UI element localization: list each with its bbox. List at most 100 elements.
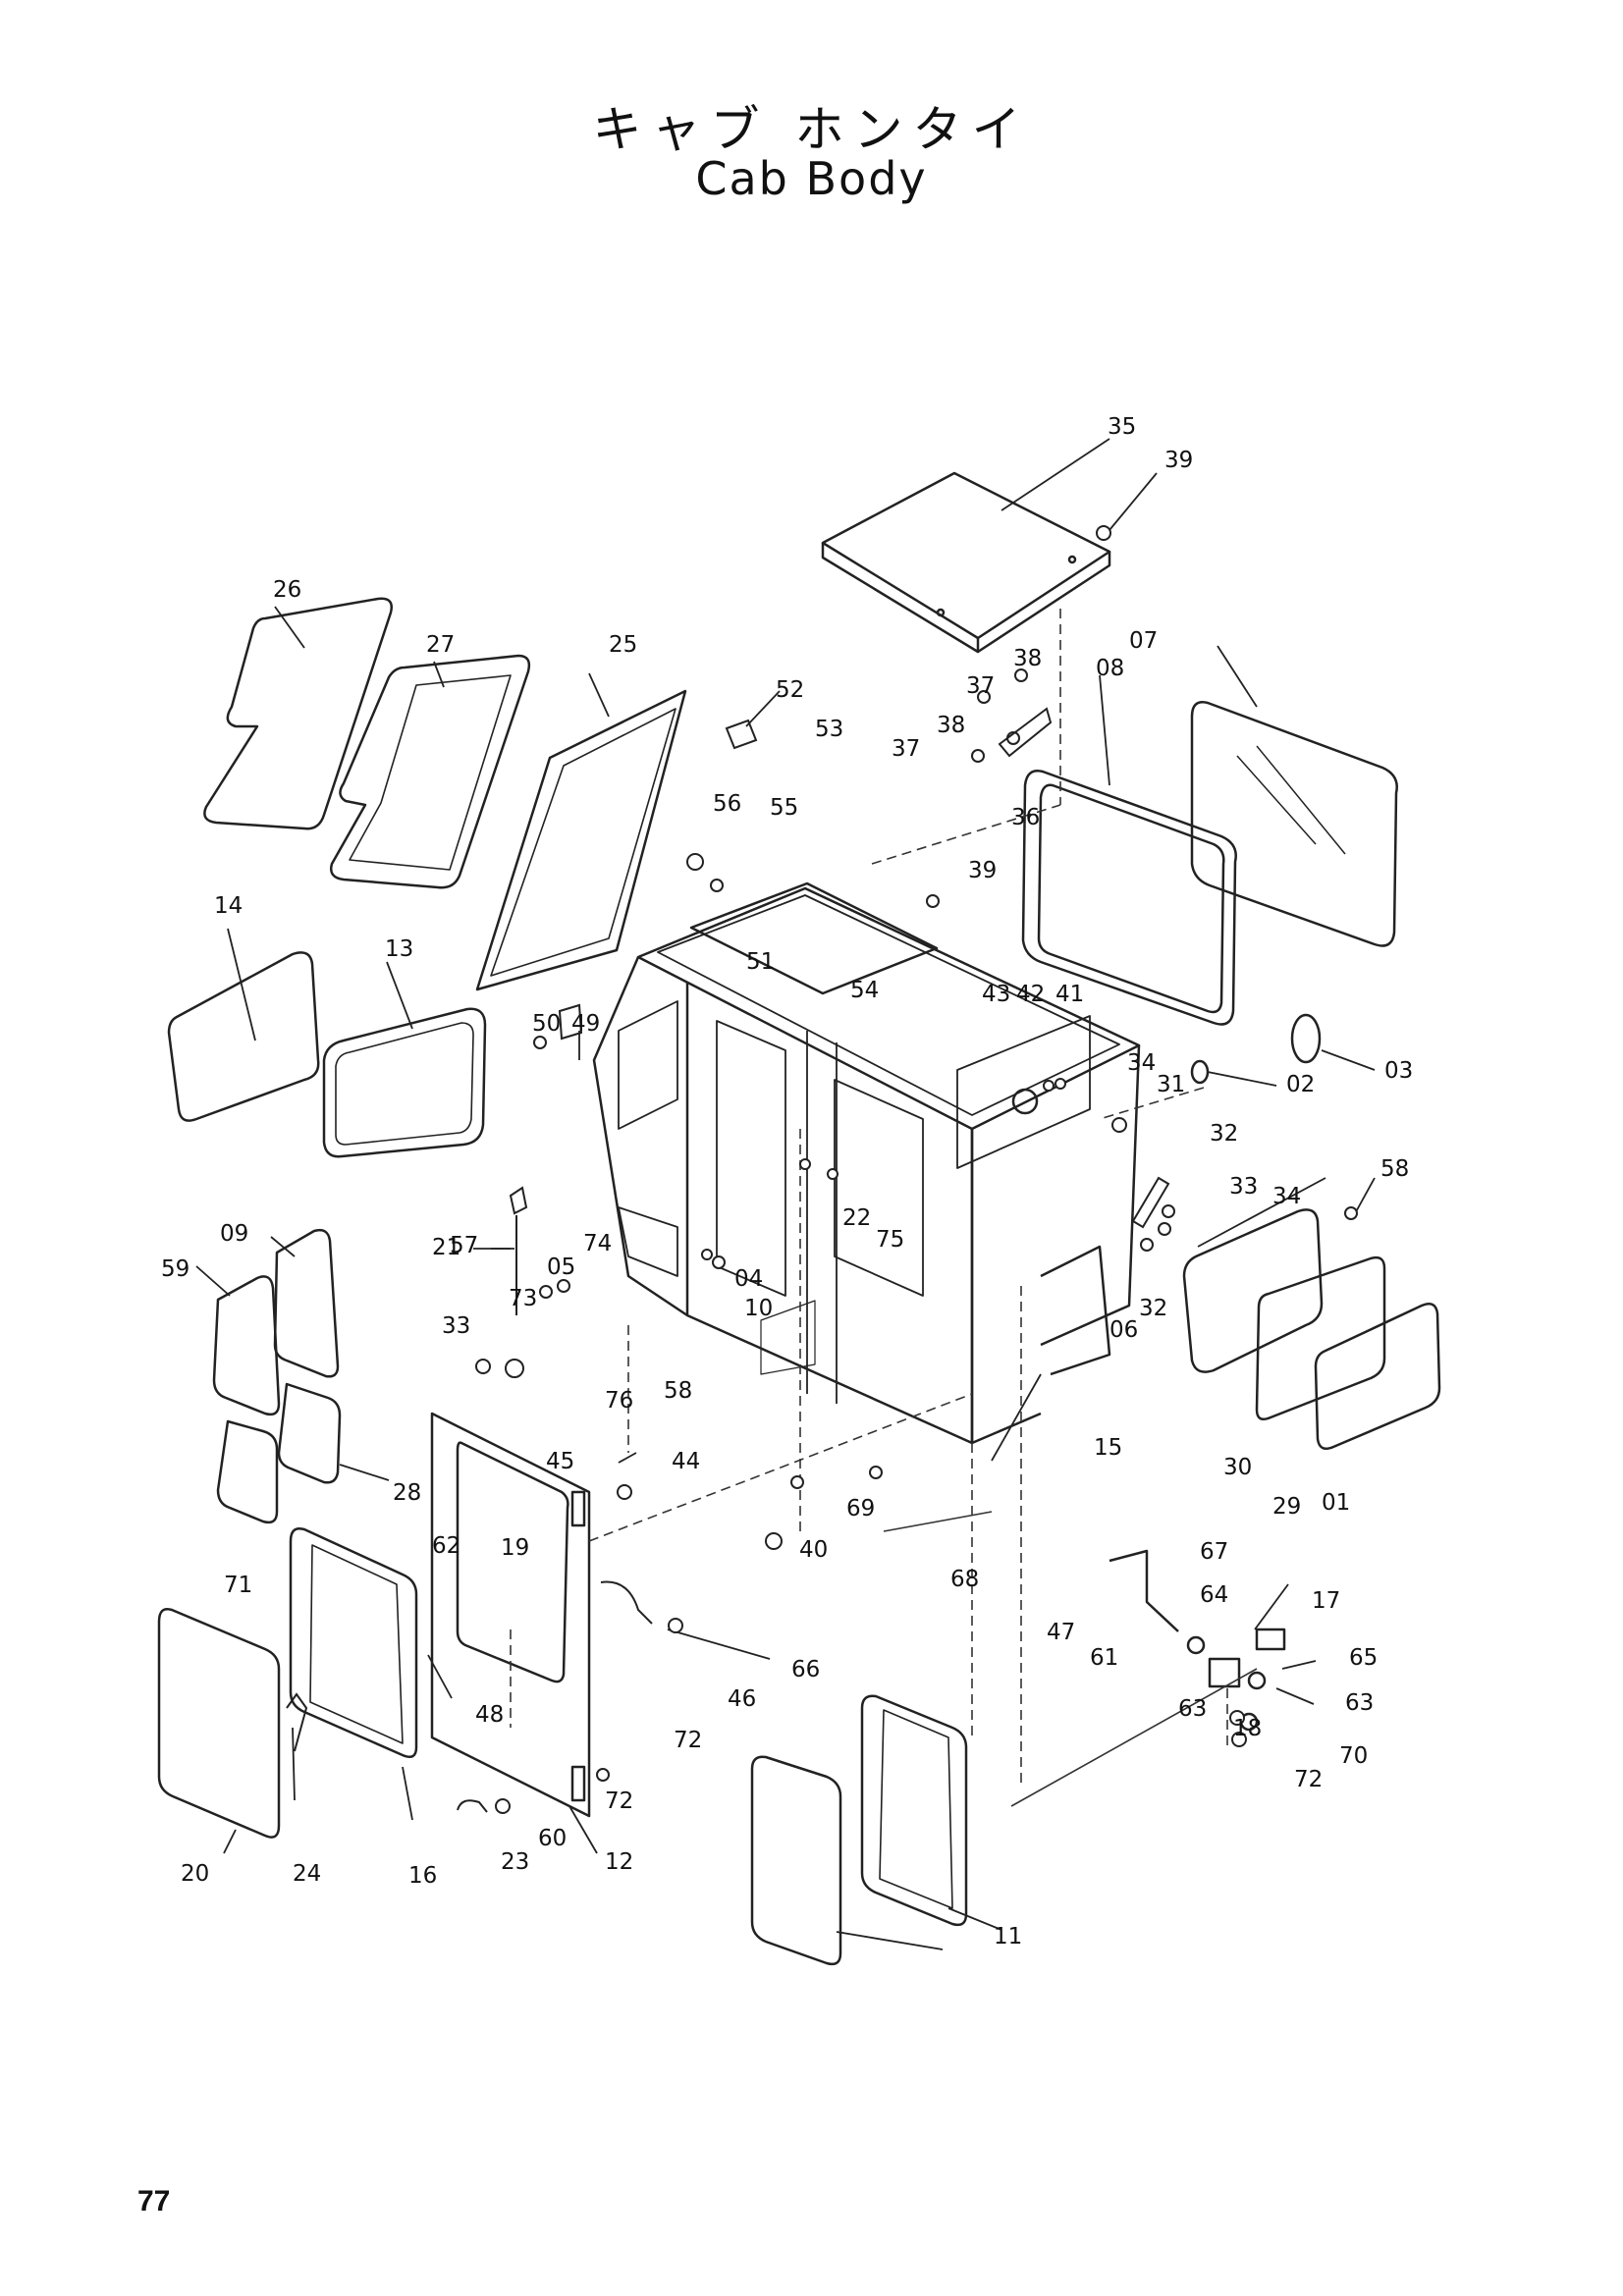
callout-43: 43 (982, 982, 1010, 1007)
cab-main-body (592, 881, 1141, 1445)
callout-23: 23 (501, 1849, 529, 1875)
callout-03: 03 (1384, 1058, 1413, 1084)
callout-27: 27 (426, 632, 455, 658)
roof-panel (821, 471, 1111, 654)
callout-35: 35 (1108, 414, 1136, 440)
callout-58: 58 (1380, 1156, 1409, 1182)
callout-28: 28 (393, 1480, 421, 1506)
callout-40: 40 (799, 1537, 828, 1563)
callout-38: 38 (1013, 646, 1042, 671)
callout-01: 01 (1322, 1490, 1350, 1516)
callout-72: 72 (605, 1789, 633, 1814)
callout-61: 61 (1090, 1645, 1118, 1671)
callout-12: 12 (605, 1849, 633, 1875)
callout-66: 66 (791, 1657, 820, 1682)
right-side-glass (1190, 701, 1398, 947)
callout-46: 46 (728, 1686, 756, 1712)
callout-72: 72 (1294, 1767, 1323, 1792)
callout-65: 65 (1349, 1645, 1378, 1671)
callout-25: 25 (609, 632, 637, 658)
callout-31: 31 (1157, 1072, 1185, 1097)
page-title-japanese: キャブ ホンタイ (592, 101, 1031, 158)
cab-door (430, 1412, 591, 1818)
callout-22: 22 (842, 1205, 871, 1231)
callout-21: 21 (432, 1235, 460, 1260)
callout-60: 60 (538, 1826, 567, 1851)
lower-door-glass (750, 1694, 968, 1966)
callout-34: 34 (1127, 1050, 1156, 1076)
callout-51: 51 (746, 949, 775, 975)
callout-62: 62 (432, 1533, 460, 1559)
callout-33: 33 (442, 1313, 470, 1339)
right-side-frame (1021, 770, 1237, 1026)
door-glass (157, 1527, 418, 1839)
callout-32: 32 (1139, 1296, 1167, 1321)
callout-57: 57 (450, 1233, 478, 1258)
callout-36: 36 (1011, 805, 1040, 830)
callout-33: 33 (1229, 1174, 1258, 1200)
callout-41: 41 (1055, 982, 1084, 1007)
callout-42: 42 (1016, 982, 1045, 1007)
callout-16: 16 (408, 1863, 437, 1889)
callout-76: 76 (605, 1388, 633, 1414)
callout-50: 50 (532, 1011, 561, 1037)
callout-07: 07 (1129, 628, 1158, 654)
callout-63: 63 (1178, 1696, 1207, 1722)
callout-24: 24 (293, 1861, 321, 1887)
callout-59: 59 (161, 1256, 189, 1282)
callout-02: 02 (1286, 1072, 1315, 1097)
callout-37: 37 (966, 673, 995, 699)
callout-54: 54 (850, 978, 879, 1003)
callout-39: 39 (968, 858, 997, 883)
left-side-glass (167, 951, 487, 1158)
callout-09: 09 (220, 1221, 248, 1247)
callout-70: 70 (1339, 1743, 1368, 1769)
callout-14: 14 (214, 893, 243, 919)
rear-glass-assembly (203, 597, 687, 991)
callout-19: 19 (501, 1535, 529, 1561)
callout-63: 63 (1345, 1690, 1374, 1716)
callout-11: 11 (994, 1924, 1022, 1949)
callout-39: 39 (1164, 448, 1193, 473)
callout-47: 47 (1047, 1620, 1075, 1645)
callout-05: 05 (547, 1255, 575, 1280)
callout-55: 55 (770, 795, 798, 821)
page-title: Cab Body (695, 152, 928, 205)
callout-72: 72 (674, 1728, 702, 1753)
callout-45: 45 (546, 1449, 574, 1474)
callout-04: 04 (734, 1266, 763, 1292)
callout-37: 37 (892, 736, 920, 762)
callout-18: 18 (1233, 1716, 1262, 1741)
callout-71: 71 (224, 1573, 252, 1598)
callout-26: 26 (273, 577, 301, 603)
callout-75: 75 (876, 1227, 904, 1253)
callout-73: 73 (509, 1286, 537, 1311)
callout-74: 74 (583, 1231, 612, 1256)
callout-56: 56 (713, 791, 741, 817)
callout-64: 64 (1200, 1582, 1228, 1608)
callout-13: 13 (385, 936, 413, 962)
callout-34: 34 (1272, 1184, 1301, 1209)
callout-69: 69 (846, 1496, 875, 1522)
rear-right-glasses (1182, 1208, 1441, 1450)
callout-38: 38 (937, 713, 965, 738)
callout-32: 32 (1210, 1121, 1238, 1147)
callout-49: 49 (571, 1011, 600, 1037)
callout-15: 15 (1094, 1435, 1122, 1461)
callout-58: 58 (664, 1378, 692, 1404)
page-number: 77 (137, 2185, 171, 2217)
callout-06: 06 (1109, 1317, 1138, 1343)
callout-08: 08 (1096, 656, 1124, 681)
callout-44: 44 (672, 1449, 700, 1474)
front-small-glasses (212, 1228, 342, 1524)
callout-67: 67 (1200, 1539, 1228, 1565)
callout-17: 17 (1312, 1588, 1340, 1614)
callout-20: 20 (181, 1861, 209, 1887)
callout-53: 53 (815, 717, 843, 742)
callout-10: 10 (744, 1296, 773, 1321)
callout-68: 68 (950, 1567, 979, 1592)
callout-52: 52 (776, 677, 804, 703)
